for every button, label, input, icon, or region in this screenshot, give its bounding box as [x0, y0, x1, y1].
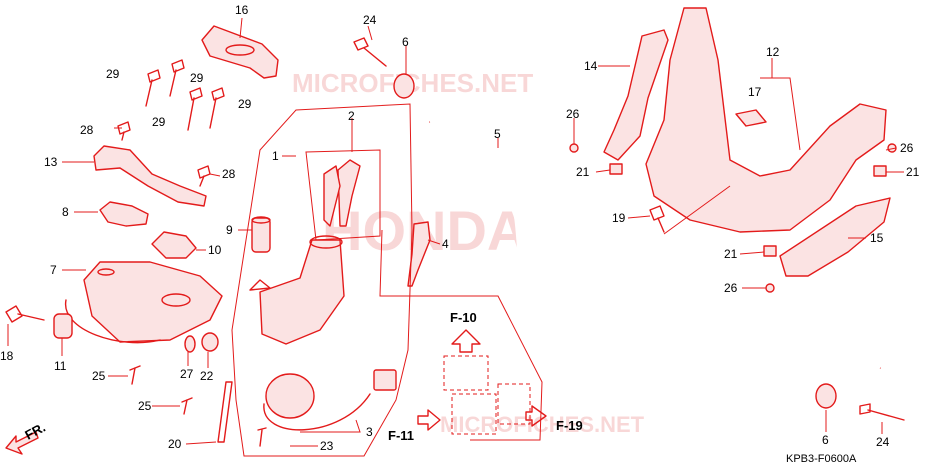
bushing-6-bottom: [815, 383, 837, 409]
ref-box-f11: [451, 393, 497, 435]
ref-frame-f: [379, 229, 543, 441]
callout-4: 4: [442, 237, 449, 251]
holder-8: [99, 201, 149, 227]
screw-19: [649, 205, 665, 233]
callout-23: 23: [320, 439, 334, 453]
assembly-frame-1: [231, 103, 413, 457]
handlebar-holder-7: [65, 261, 223, 344]
bolt-28-right: [197, 165, 211, 187]
ref-label-f11: F-11: [388, 428, 414, 443]
callout-14: 14: [584, 59, 598, 73]
callout-25-b: 25: [138, 399, 152, 413]
collar-9: [251, 216, 271, 253]
bolt-24-bottom: [859, 403, 905, 421]
callout-27: 27: [180, 367, 194, 381]
callout-12: 12: [766, 45, 780, 59]
lower-cover-15: [779, 197, 891, 277]
bolt-28-left: [117, 121, 131, 141]
callout-24-bottom: 24: [876, 435, 890, 449]
leader-lines: [7, 17, 904, 447]
callout-21-b: 21: [906, 165, 920, 179]
bracket-13: [93, 145, 207, 207]
handlebar-pipe-5-inner: [429, 116, 882, 388]
watermark-site-lower: MICROFICHES.NET: [440, 412, 645, 437]
callout-24-top: 24: [363, 13, 377, 27]
switch-connector-3: [263, 369, 397, 431]
callout-17: 17: [748, 85, 762, 99]
nut-21-b: [873, 165, 887, 177]
holder-10: [151, 231, 197, 259]
callout-15: 15: [870, 231, 884, 245]
keys-2: [323, 159, 361, 227]
bolt-18: [5, 305, 45, 323]
callout-18: 18: [0, 349, 14, 363]
callout-20: 20: [168, 437, 182, 451]
arrow-f19: [525, 405, 547, 427]
callout-9: 9: [226, 223, 233, 237]
callout-8: 8: [62, 205, 69, 219]
bolt-20: [217, 381, 233, 443]
front-direction-arrow: [5, 431, 39, 455]
washer-27: [184, 335, 196, 353]
callout-26-c: 26: [724, 281, 738, 295]
callout-28-a: 28: [80, 123, 94, 137]
bolt-24-top: [353, 37, 387, 67]
bushing-6-top: [393, 73, 415, 99]
callout-29-b: 29: [190, 71, 204, 85]
callout-29-d: 29: [152, 115, 166, 129]
ref-box-f10: [443, 355, 489, 391]
screw-26-c: [765, 283, 775, 293]
screw-25-upper: [129, 365, 141, 385]
cover-bracket-14: [603, 29, 669, 161]
callout-5: 5: [494, 127, 501, 141]
key-frame-2: [305, 149, 381, 241]
bolts-29: [145, 59, 225, 131]
callout-29-a: 29: [106, 67, 120, 81]
nut-21-a: [609, 163, 623, 175]
callout-26-b: 26: [900, 141, 914, 155]
screw-25-lower: [181, 397, 193, 415]
callout-2: 2: [348, 109, 355, 123]
callout-28-b: 28: [222, 167, 236, 181]
ref-label-f19: F-19: [556, 418, 583, 433]
callout-29-c: 29: [238, 97, 252, 111]
callout-10: 10: [208, 243, 222, 257]
ref-box-f19: [497, 383, 531, 425]
ignition-switch-1: [249, 235, 345, 345]
arrow-f11: [417, 409, 441, 431]
clip-17: [735, 109, 767, 127]
callout-3: 3: [366, 425, 373, 439]
ref-label-f10: F-10: [450, 310, 477, 325]
callout-numbers: 16 24 6 12 14 29 29 17 29 29 2 26 28 5 1…: [0, 3, 920, 453]
callout-7: 7: [50, 263, 57, 277]
callout-16: 16: [235, 3, 249, 17]
callout-11: 11: [54, 359, 67, 373]
callout-19: 19: [612, 211, 626, 225]
callout-13: 13: [44, 155, 58, 169]
callout-6-bottom: 6: [822, 433, 829, 447]
callout-26-a: 26: [566, 107, 580, 121]
diagram-code: KPB3-F0600A: [786, 453, 857, 465]
handlebar-front-cover-12: [645, 7, 887, 233]
callout-21-a: 21: [576, 165, 590, 179]
arrow-f10: [451, 329, 481, 353]
callout-6-top: 6: [402, 35, 409, 49]
collar-11: [53, 313, 73, 339]
callout-25-a: 25: [92, 369, 106, 383]
nut-21-c: [763, 245, 777, 257]
callout-1: 1: [272, 149, 279, 163]
handlebar-upper-holder-cover: [201, 25, 279, 79]
screw-23: [257, 427, 267, 447]
callout-21-c: 21: [724, 247, 738, 261]
nut-22: [201, 332, 219, 352]
callout-22: 22: [200, 369, 214, 383]
screw-26-a: [569, 143, 579, 153]
